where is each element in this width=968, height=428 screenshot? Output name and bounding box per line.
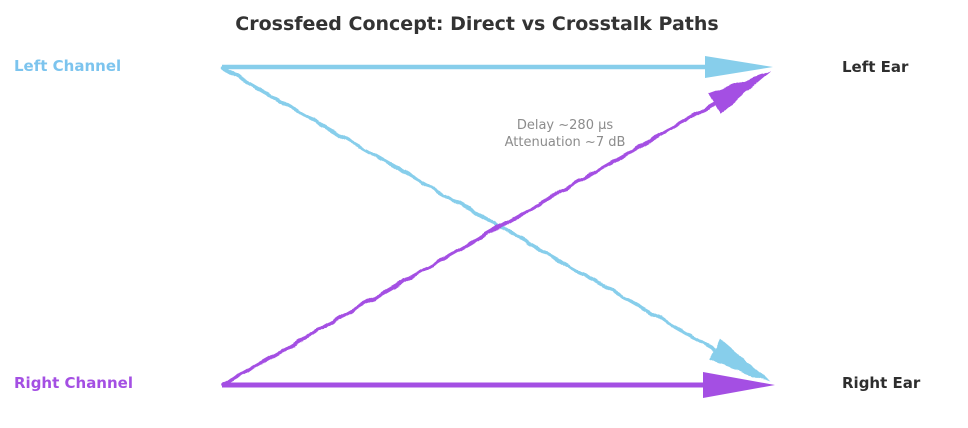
direct-arrow-left-channel-to-left-ear	[222, 56, 773, 78]
crosstalk-arrow-left-channel-to-right-ear	[220, 66, 771, 382]
left-channel-label: Left Channel	[14, 57, 122, 75]
right-channel-label: Right Channel	[14, 374, 133, 392]
crosstalk-annotation: Delay ~280 µs Attenuation ~7 dB	[455, 117, 675, 151]
annotation-attenuation-line: Attenuation ~7 dB	[504, 135, 626, 150]
right-ear-label: Right Ear	[842, 374, 921, 392]
diagram-title: Crossfeed Concept: Direct vs Crosstalk P…	[235, 13, 719, 35]
crosstalk-arrow-right-channel-to-left-ear	[220, 71, 771, 387]
annotation-delay-line: Delay ~280 µs	[516, 118, 614, 133]
left-ear-label: Left Ear	[842, 58, 909, 76]
direct-arrow-right-channel-to-right-ear	[222, 372, 775, 398]
